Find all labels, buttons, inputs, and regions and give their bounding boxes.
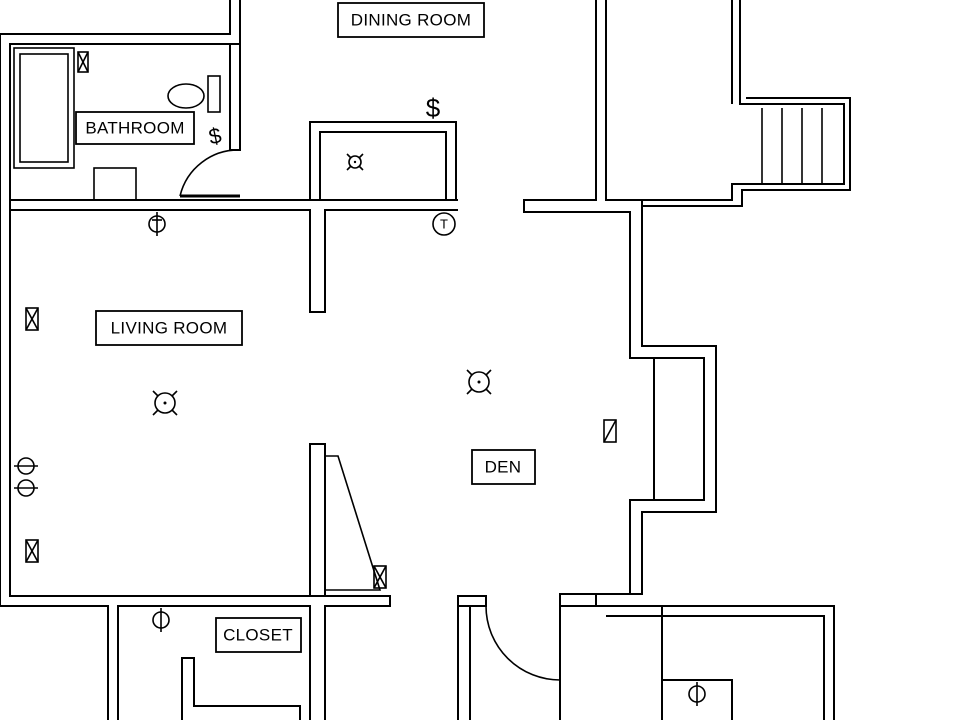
den-label: DEN: [485, 458, 522, 477]
stair-walls: [642, 0, 851, 207]
doors: [485, 605, 561, 681]
dining-east-wall-inner: [595, 0, 835, 720]
ceiling-light-icon: [346, 153, 364, 171]
room-label-closet: CLOSET: [215, 617, 302, 653]
closet-shelf: [181, 657, 301, 720]
junction-box-icon: [25, 307, 39, 331]
toilet-bowl: [167, 83, 205, 109]
toilet-tank: [207, 75, 221, 113]
room-label-living: LIVING ROOM: [95, 310, 243, 346]
bathroom-label: BATHROOM: [85, 119, 184, 138]
outer-wall-west: [0, 0, 231, 720]
fireplace-hearth: [325, 455, 387, 591]
southeast-room-walls: [606, 606, 825, 720]
bathroom-east-stub: [229, 44, 241, 151]
living-north-wall: [10, 209, 458, 313]
south-hall-walls: [457, 595, 561, 720]
outlet-icon: [688, 682, 706, 706]
walls: [0, 0, 851, 720]
room-label-den: DEN: [471, 449, 536, 485]
dining-counter: [309, 121, 457, 200]
dining-room-label: DINING ROOM: [351, 11, 471, 30]
switch-icon: $: [206, 122, 223, 149]
outlet-icon: [14, 457, 38, 475]
closet-label: CLOSET: [223, 626, 293, 645]
junction-box-icon: [25, 539, 39, 563]
bathtub-basin: [19, 53, 69, 163]
svg-text:T: T: [440, 217, 448, 232]
room-labels: DINING ROOM BATHROOM LIVING ROOM DEN CLO…: [75, 2, 536, 653]
room-label-bathroom: BATHROOM: [75, 111, 195, 145]
south-door-swing: [485, 605, 561, 681]
bathroom-fixtures: [13, 47, 241, 201]
dining-east-wall: [523, 0, 655, 607]
partition-south: [309, 443, 326, 597]
bathtub: [13, 47, 75, 169]
bathroom-door-swing: [179, 149, 241, 197]
staircase: [761, 108, 823, 184]
electrical-symbols: $ $ T: [14, 51, 706, 706]
outlet-icon: [152, 608, 170, 632]
living-south-wall: [117, 595, 391, 720]
den-east-alcove: [654, 357, 705, 501]
room-label-dining: DINING ROOM: [337, 2, 485, 38]
junction-box-icon: [603, 419, 617, 443]
outlet-icon: [14, 479, 38, 497]
thermostat-icon: T: [432, 212, 456, 236]
inner-wall-west: [9, 0, 310, 597]
ceiling-light-icon: [152, 390, 178, 416]
outlet-icon: [148, 212, 166, 236]
junction-box-icon: [77, 51, 89, 73]
ceiling-light-icon: [466, 369, 492, 395]
vanity: [93, 167, 137, 201]
switch-icon: $: [426, 93, 441, 123]
living-room-label: LIVING ROOM: [111, 319, 228, 338]
